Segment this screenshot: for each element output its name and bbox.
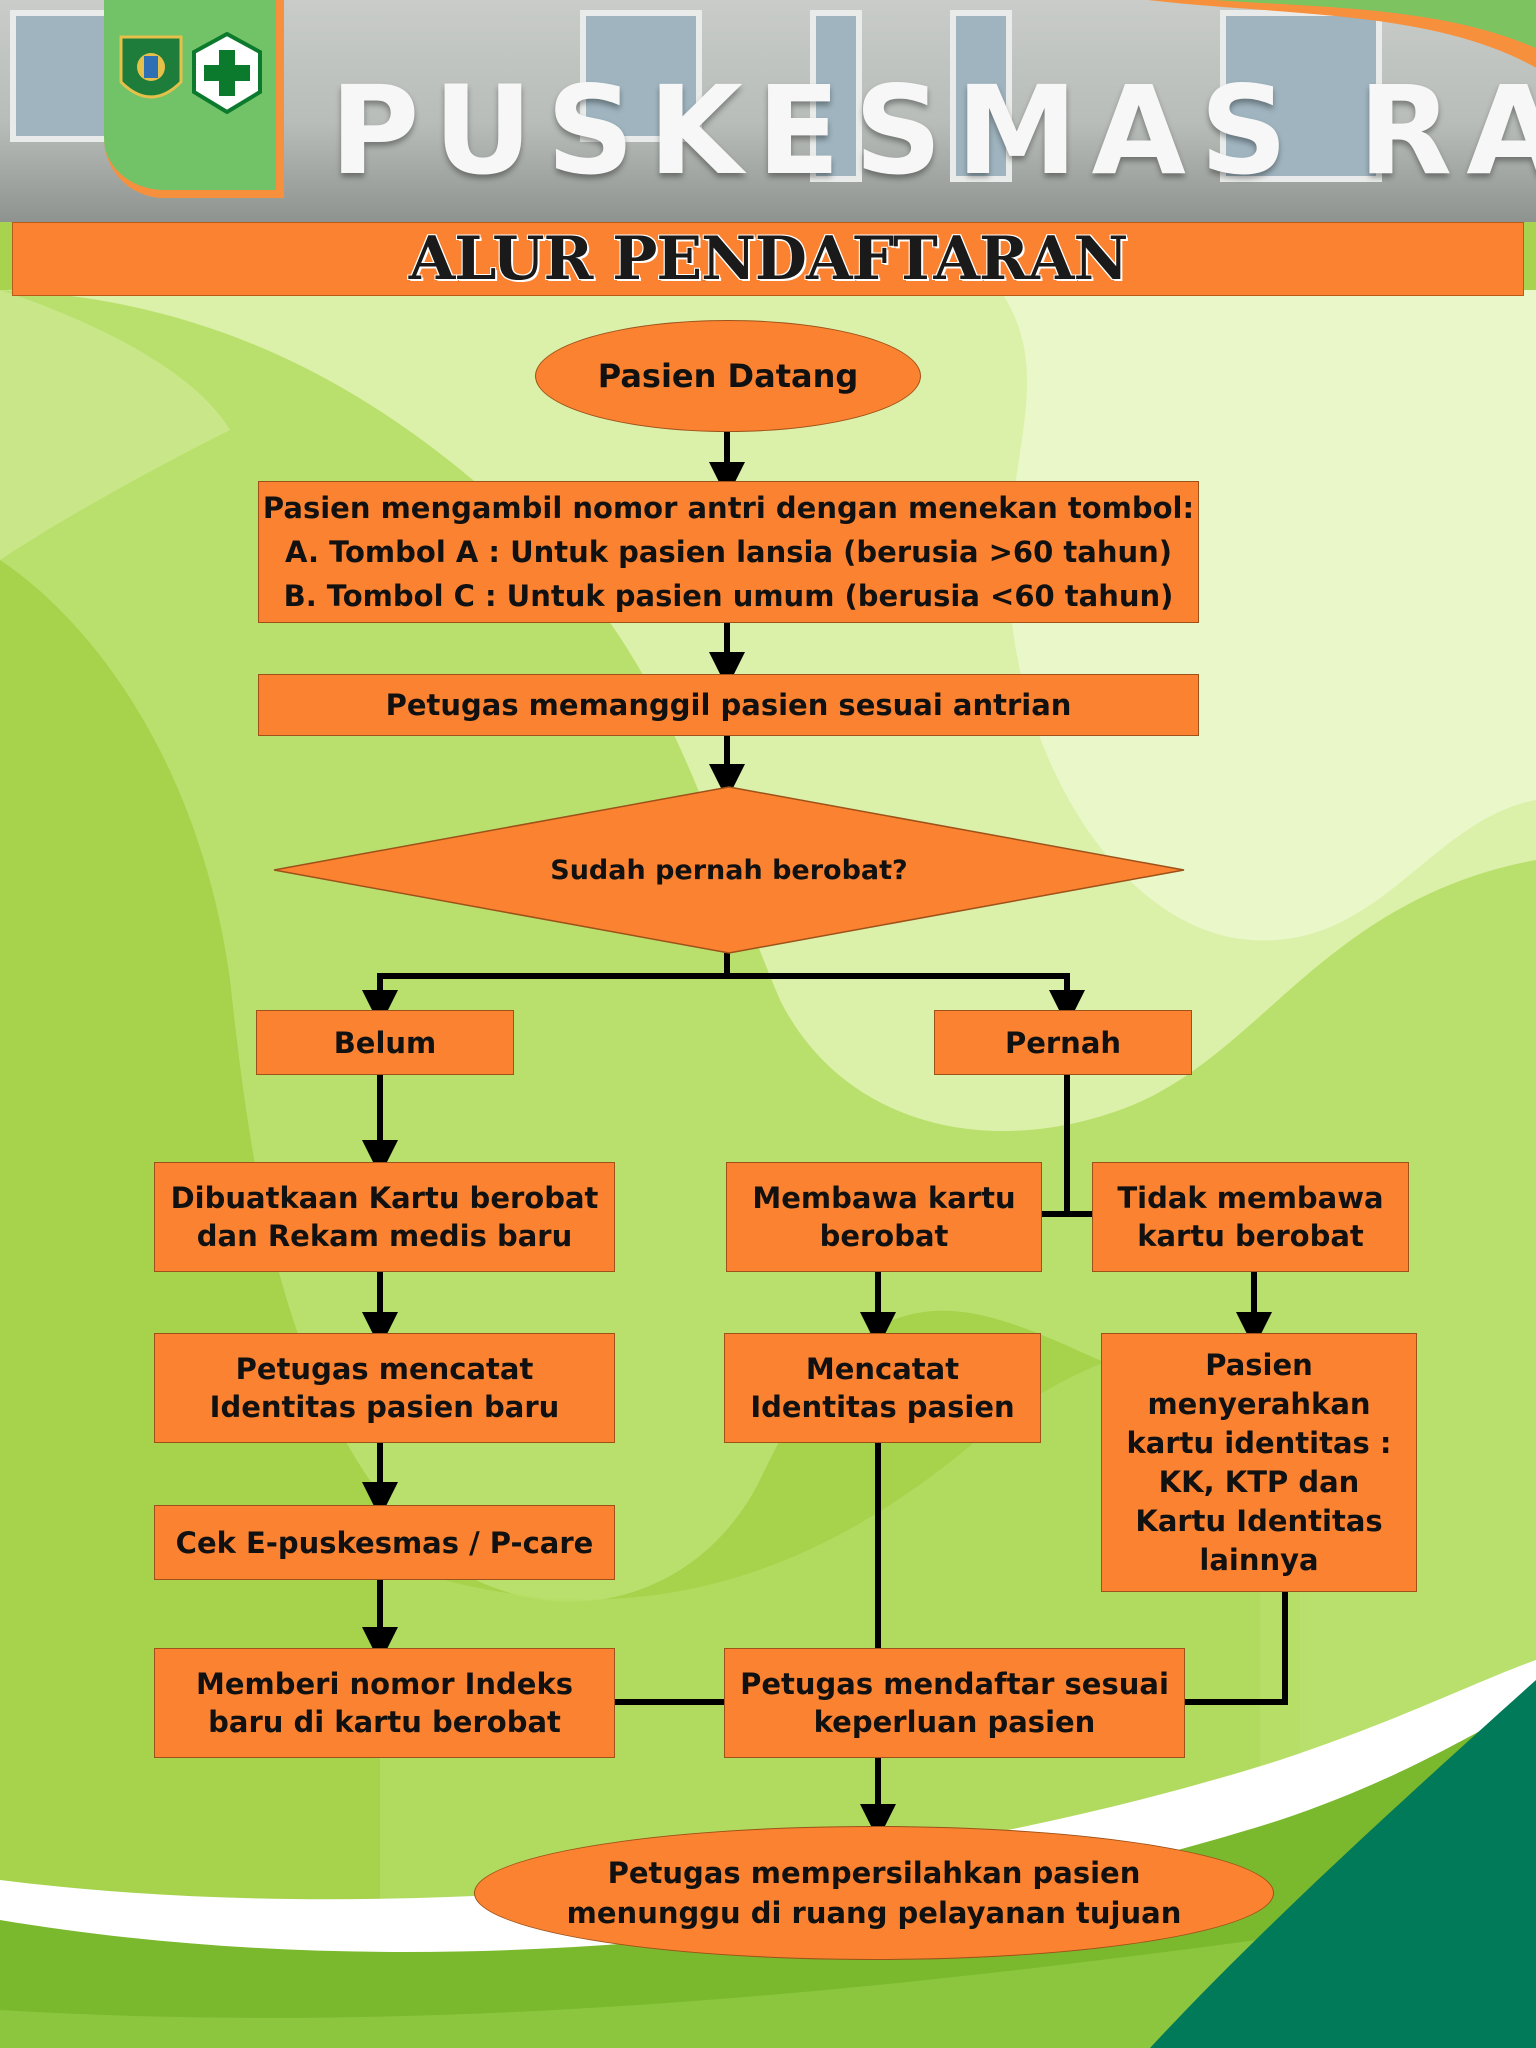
puskesmas-logo-icon (192, 32, 262, 114)
logo-panel (104, 0, 284, 198)
take-number-node: Pasien mengambil nomor antri dengan mene… (258, 481, 1199, 623)
submit-id-line: Pasien (1205, 1347, 1313, 1382)
decision-label: Sudah pernah berobat? (550, 854, 908, 886)
building-window (580, 10, 702, 142)
end-node-line: Petugas mempersilahkan pasien (607, 1856, 1141, 1890)
decision-node (273, 786, 1185, 954)
bring-card-line: Membawa kartu (752, 1181, 1016, 1215)
register-line: Petugas mendaftar sesuai (740, 1667, 1169, 1701)
record-identity-line: Identitas pasien (750, 1390, 1015, 1424)
already-label: Pernah (1004, 1025, 1122, 1060)
start-node-label: Pasien Datang (597, 357, 859, 395)
submit-id-line: menyerahkan (1147, 1386, 1371, 1421)
regency-emblem-icon (119, 35, 183, 99)
submit-id-node: Pasien menyerahkan kartu identitas : KK,… (1101, 1333, 1417, 1592)
bring-card-node: Membawa kartu berobat (726, 1162, 1042, 1272)
building-sign: PUSKESMAS RACI (330, 60, 1536, 202)
record-identity-node: Mencatat Identitas pasien (724, 1333, 1041, 1443)
check-system-node: Cek E-puskesmas / P-care (154, 1505, 615, 1580)
new-card-line: dan Rekam medis baru (196, 1219, 573, 1253)
start-node: Pasien Datang (535, 320, 921, 432)
index-number-line: baru di kartu berobat (208, 1705, 561, 1739)
register-line: keperluan pasien (813, 1705, 1096, 1739)
not-yet-label: Belum (333, 1025, 437, 1060)
submit-id-line: kartu identitas : (1126, 1425, 1392, 1460)
no-card-line: Tidak membawa (1117, 1181, 1384, 1215)
index-number-node: Memberi nomor Indeks baru di kartu berob… (154, 1648, 615, 1758)
bring-card-line: berobat (819, 1219, 949, 1253)
new-card-line: Dibuatkaan Kartu berobat (170, 1181, 599, 1215)
submit-id-line: lainnya (1199, 1542, 1319, 1577)
take-number-line: A. Tombol A : Untuk pasien lansia (berus… (284, 535, 1173, 569)
page-title: ALUR PENDAFTARAN (408, 224, 1129, 294)
building-window (810, 10, 862, 182)
end-node: Petugas mempersilahkan pasien menunggu d… (474, 1826, 1274, 1960)
submit-id-line: Kartu Identitas (1135, 1503, 1383, 1538)
take-number-line: Pasien mengambil nomor antri dengan mene… (262, 491, 1195, 525)
call-patient-node: Petugas memanggil pasien sesuai antrian (258, 674, 1199, 736)
end-node-line: menunggu di ruang pelayanan tujuan (566, 1896, 1182, 1930)
check-system-label: Cek E-puskesmas / P-care (175, 1525, 594, 1560)
header-orange-swoosh (1147, 0, 1536, 68)
not-yet-node: Belum (256, 1010, 514, 1075)
no-card-line: kartu berobat (1137, 1219, 1364, 1253)
new-card-node: Dibuatkaan Kartu berobat dan Rekam medis… (154, 1162, 615, 1272)
take-number-line: B. Tombol C : Untuk pasien umum (berusia… (283, 579, 1174, 613)
call-patient-label: Petugas memanggil pasien sesuai antrian (385, 688, 1072, 722)
record-identity-line: Mencatat (805, 1352, 960, 1386)
page-title-bar: ALUR PENDAFTARAN (12, 222, 1524, 296)
building-window (950, 10, 1012, 182)
already-node: Pernah (934, 1010, 1192, 1075)
no-card-node: Tidak membawa kartu berobat (1092, 1162, 1409, 1272)
record-new-line: Petugas mencatat (235, 1352, 534, 1386)
index-number-line: Memberi nomor Indeks (195, 1667, 574, 1701)
record-new-node: Petugas mencatat Identitas pasien baru (154, 1333, 615, 1443)
building-window (1220, 10, 1382, 182)
register-node: Petugas mendaftar sesuai keperluan pasie… (724, 1648, 1185, 1758)
record-new-line: Identitas pasien baru (209, 1390, 560, 1424)
submit-id-line: KK, KTP dan (1158, 1464, 1360, 1499)
